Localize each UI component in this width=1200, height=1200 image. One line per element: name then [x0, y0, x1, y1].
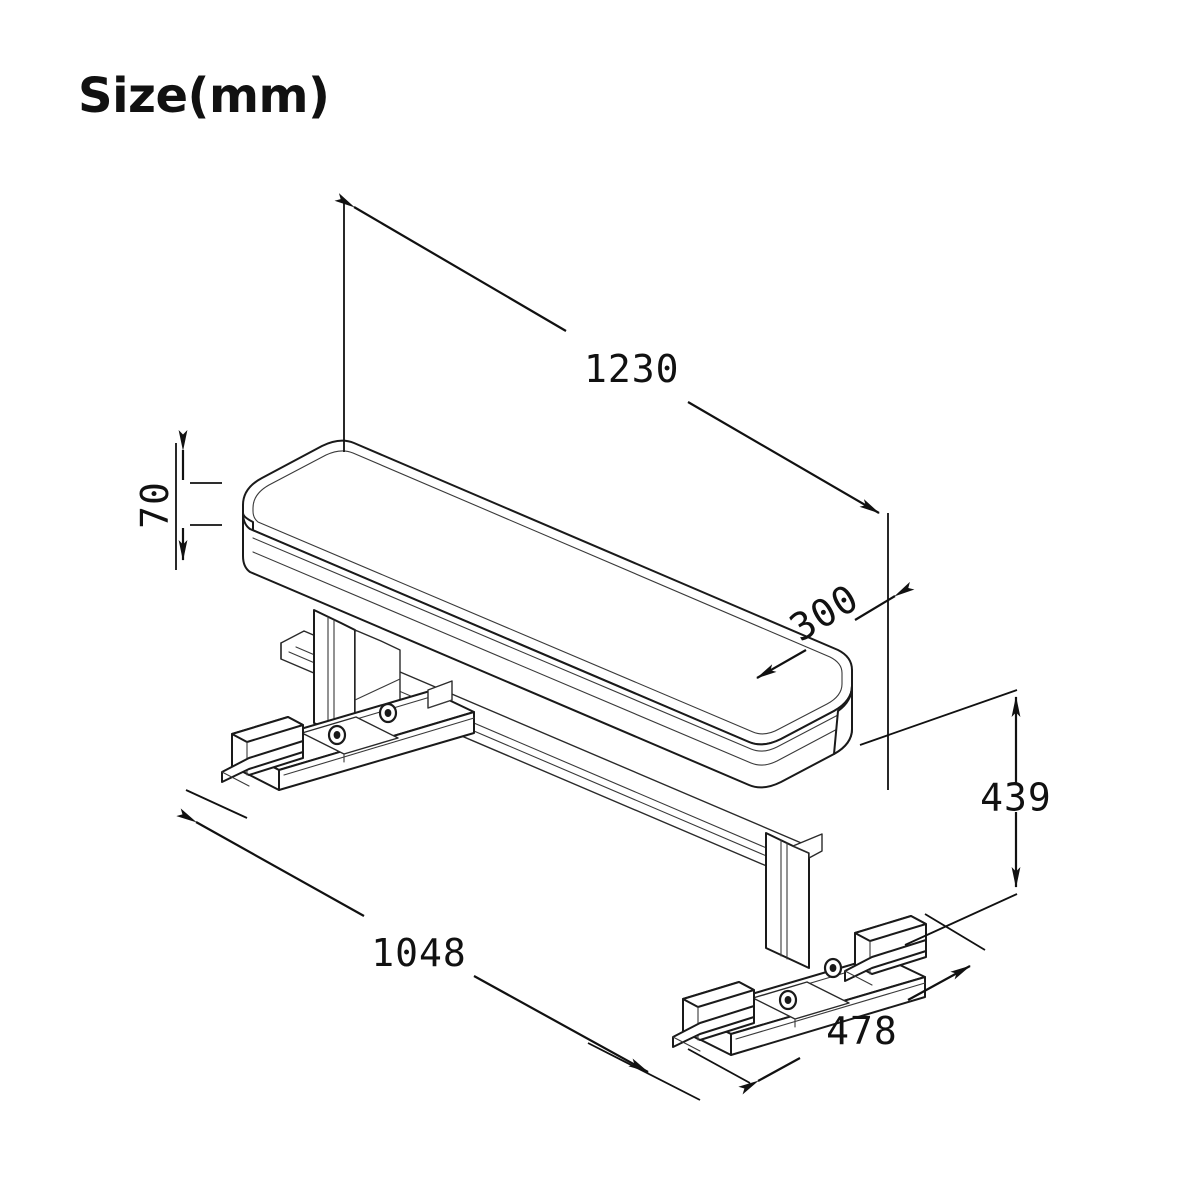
dimension-70: 70 — [133, 430, 222, 570]
hex-bolt — [778, 989, 798, 1011]
dimension-1230: 1230 — [334, 193, 889, 790]
left-stabilizer-foot — [221, 680, 475, 791]
dimension-1048: 1048 — [176, 789, 701, 1101]
right-stabilizer-foot — [672, 915, 927, 1056]
dimension-478: 478 — [687, 913, 986, 1095]
dimension-label-70: 70 — [133, 481, 177, 529]
dimension-label-478: 478 — [826, 1009, 898, 1053]
dimension-label-1230: 1230 — [584, 347, 680, 391]
hex-bolt — [378, 702, 398, 724]
hex-bolt — [327, 724, 347, 746]
dimension-label-439: 439 — [980, 776, 1052, 820]
bench-assembly — [221, 439, 927, 1056]
dimension-label-1048: 1048 — [371, 931, 467, 975]
seat-pad — [242, 439, 853, 789]
dimension-439: 439 — [859, 689, 1052, 946]
hex-bolt — [823, 957, 843, 979]
right-vertical-post — [765, 832, 823, 969]
page-title: Size(mm) — [78, 68, 330, 124]
